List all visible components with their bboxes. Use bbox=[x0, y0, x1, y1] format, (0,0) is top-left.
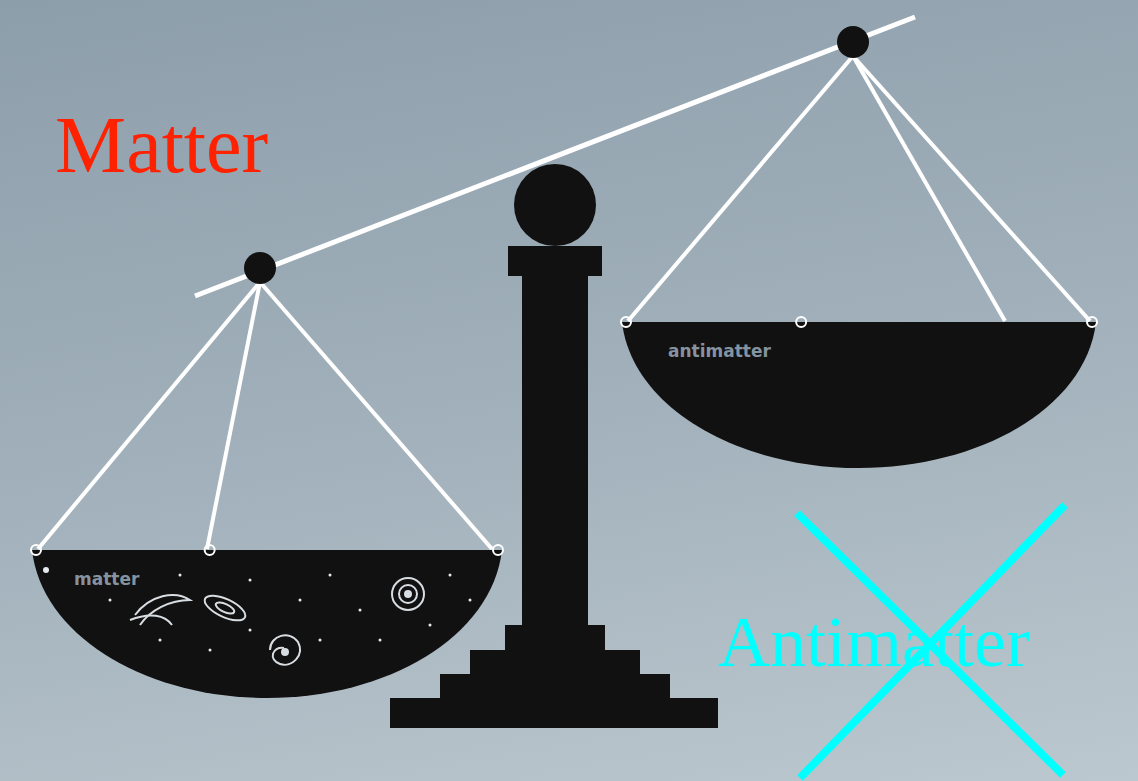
title-word: Antimatter bbox=[718, 606, 1030, 678]
scale-pan bbox=[28, 543, 506, 700]
scale-pan bbox=[618, 315, 1100, 470]
scale-beam bbox=[195, 17, 915, 296]
pivot-knob bbox=[837, 26, 869, 58]
scale-pan: matter bbox=[28, 543, 506, 700]
pan-label: antimatter bbox=[668, 341, 771, 361]
scale-pan: antimatter bbox=[618, 315, 1100, 470]
pivot-knob bbox=[244, 252, 276, 284]
pan-label: matter bbox=[74, 569, 139, 589]
title-word: Matter bbox=[55, 105, 268, 185]
